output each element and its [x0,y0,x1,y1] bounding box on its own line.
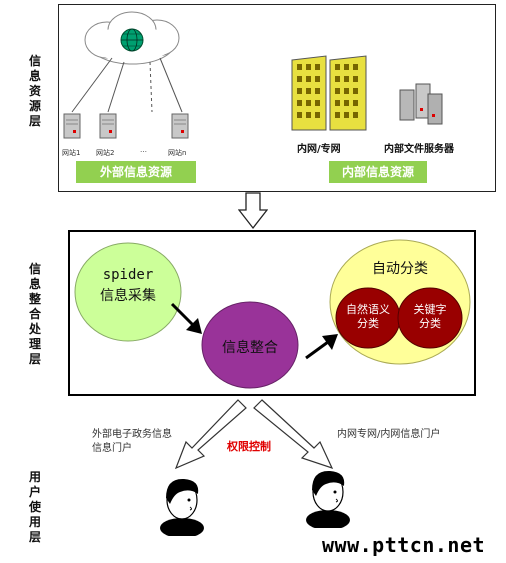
kw-classify-sublabel: 分类 [419,317,441,330]
site-label-ellipsis: … [140,146,147,154]
auto-classify-node [329,239,471,365]
internal-resource-banner: 内部信息资源 [329,161,427,183]
server-icon [171,113,189,139]
spider-node [74,242,182,342]
network-lines [71,57,183,113]
arrow-icon [305,334,338,360]
kw-classify-node [397,287,463,349]
kw-classify-label: 关键字 [413,303,447,316]
site-label-2: 网站2 [96,149,115,157]
building-icon [329,55,367,131]
integrate-node [201,301,299,389]
intranet-label: 内网/专网 [297,144,341,155]
spider-label: spider [102,267,154,283]
external-portal-label: 外部电子政务信息 [92,429,172,440]
intranet-buildings [291,55,367,131]
down-arrow-icon [238,192,268,230]
spider-sublabel: 信息采集 [100,288,156,304]
file-servers [399,83,443,125]
arrow-icon [170,302,202,334]
arrow-icon [253,399,334,470]
site-label-n: 网站n [168,149,187,157]
server-icon [99,113,117,139]
website-servers [63,113,189,139]
layer-label-integration: 信息整合处理层 [28,262,41,366]
globe-icon [120,28,144,52]
access-arrows [174,399,334,470]
auto-classify-label: 自动分类 [372,261,428,277]
arrow-icon [174,399,247,470]
watermark: www.pttcn.net [322,533,486,557]
internet-cloud-diagram [71,11,183,113]
nl-classify-label: 自然语义 [346,303,390,316]
access-control-label: 权限控制 [227,440,271,453]
site-label-1: 网站1 [62,149,81,157]
nl-classify-sublabel: 分类 [357,317,379,330]
user-icon [160,478,204,536]
external-portal-sublabel: 信息门户 [92,443,132,454]
building-icon [291,55,327,131]
user-icon [306,470,350,528]
file-server-label: 内部文件服务器 [384,144,454,155]
server-icon [63,113,81,139]
layer-label-user: 用户使用层 [28,470,41,544]
external-resource-banner: 外部信息资源 [76,161,196,183]
integrate-label: 信息整合 [222,340,278,356]
layer-label-resource: 信息资源层 [28,54,41,128]
intranet-portal-label: 内网专网/内网信息门户 [337,429,441,440]
server-icon [399,83,443,125]
